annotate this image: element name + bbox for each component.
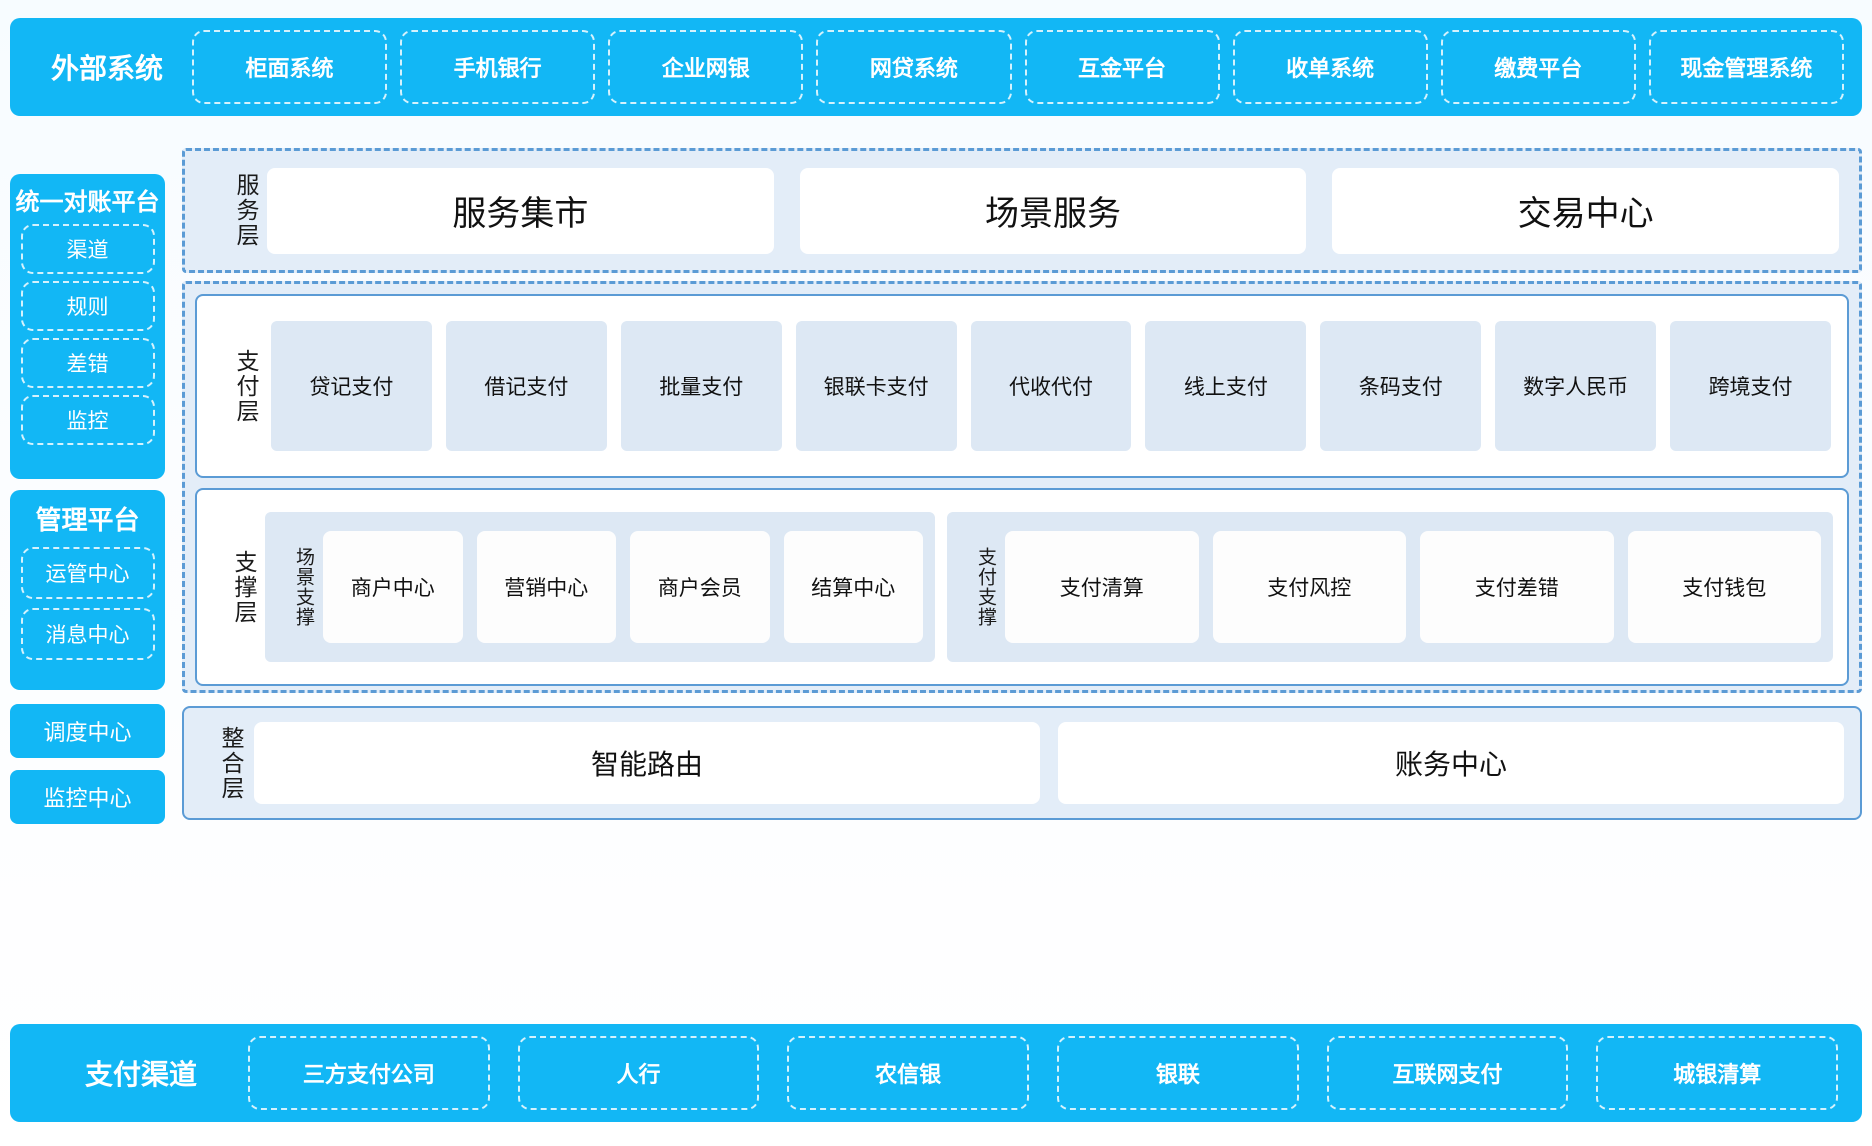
scene-support-card[interactable]: 商户中心 <box>323 531 463 643</box>
reconciliation-item[interactable]: 监控 <box>20 395 155 445</box>
payment-channels-title: 支付渠道 <box>84 1059 197 1090</box>
monitor-center-block[interactable]: 监控中心 <box>10 770 165 824</box>
service-card[interactable]: 交易中心 <box>1332 167 1840 254</box>
management-item[interactable]: 运管中心 <box>20 547 155 599</box>
payment-channel-item[interactable]: 城银清算 <box>1596 1036 1839 1110</box>
reconciliation-item[interactable]: 渠道 <box>20 224 155 274</box>
external-system-item[interactable]: 互金平台 <box>1024 30 1220 104</box>
reconciliation-item[interactable]: 规则 <box>20 281 155 331</box>
payment-tile[interactable]: 代收代付 <box>970 321 1132 451</box>
reconciliation-platform-panel: 统一对账平台 渠道 规则 差错 监控 <box>10 174 165 479</box>
external-system-item[interactable]: 柜面系统 <box>192 30 388 104</box>
integration-card[interactable]: 智能路由 <box>254 722 1040 804</box>
payment-tile[interactable]: 银联卡支付 <box>795 321 957 451</box>
payment-tile[interactable]: 条码支付 <box>1320 321 1482 451</box>
support-layer-groups: 场景支撑 商户中心 营销中心 商户会员 结算中心 支付支撑 支付清算 支付风控 … <box>265 512 1833 662</box>
payment-layer-label: 支付层 <box>233 348 259 424</box>
payment-channel-item[interactable]: 三方支付公司 <box>248 1036 490 1110</box>
payment-channels-bar: 支付渠道 三方支付公司 人行 农信银 银联 互联网支付 城银清算 <box>10 1024 1862 1122</box>
dispatch-center-block[interactable]: 调度中心 <box>10 704 165 758</box>
reconciliation-platform-title: 统一对账平台 <box>15 189 160 216</box>
management-items-list: 运管中心 消息中心 <box>20 547 155 660</box>
payment-tile[interactable]: 线上支付 <box>1145 321 1307 451</box>
service-layer-label: 服务层 <box>233 173 259 248</box>
support-layer-panel: 支撑层 场景支撑 商户中心 营销中心 商户会员 结算中心 支付支撑 支付清算 <box>195 488 1849 686</box>
payment-tile[interactable]: 贷记支付 <box>271 321 432 451</box>
core-platform-container: 支付层 贷记支付 借记支付 批量支付 银联卡支付 代收代付 线上支付 条码支付 … <box>182 281 1862 693</box>
scene-support-label: 场景支撑 <box>293 547 314 627</box>
scene-support-card[interactable]: 商户会员 <box>630 531 770 643</box>
service-layer-container: 服务层 服务集市 场景服务 交易中心 <box>182 148 1862 273</box>
payment-layer-tiles: 贷记支付 借记支付 批量支付 银联卡支付 代收代付 线上支付 条码支付 数字人民… <box>271 321 1832 451</box>
payment-channel-item[interactable]: 银联 <box>1057 1036 1299 1110</box>
payment-support-group: 支付支撑 支付清算 支付风控 支付差错 支付钱包 <box>947 512 1833 662</box>
external-system-item[interactable]: 现金管理系统 <box>1648 30 1844 104</box>
payment-support-card[interactable]: 支付清算 <box>1005 531 1199 643</box>
integration-layer-cards: 智能路由 账务中心 <box>254 722 1844 804</box>
scene-support-cards: 商户中心 营销中心 商户会员 结算中心 <box>323 531 923 643</box>
reconciliation-item[interactable]: 差错 <box>20 338 155 388</box>
external-systems-list: 柜面系统 手机银行 企业网银 网贷系统 互金平台 收单系统 缴费平台 现金管理系… <box>192 30 1844 104</box>
external-system-item[interactable]: 企业网银 <box>608 30 804 104</box>
payment-support-label: 支付支撑 <box>975 547 996 627</box>
scene-support-card[interactable]: 结算中心 <box>783 531 923 643</box>
external-system-item[interactable]: 收单系统 <box>1232 30 1428 104</box>
payment-layer-panel: 支付层 贷记支付 借记支付 批量支付 银联卡支付 代收代付 线上支付 条码支付 … <box>195 294 1849 478</box>
service-layer-cards: 服务集市 场景服务 交易中心 <box>267 167 1840 254</box>
payment-channel-item[interactable]: 农信银 <box>787 1036 1030 1110</box>
scene-support-group: 场景支撑 商户中心 营销中心 商户会员 结算中心 <box>265 512 935 662</box>
integration-layer-panel: 整合层 智能路由 账务中心 <box>182 706 1862 820</box>
payment-support-card[interactable]: 支付钱包 <box>1627 531 1821 643</box>
payment-channel-item[interactable]: 互联网支付 <box>1326 1036 1569 1110</box>
payment-tile[interactable]: 借记支付 <box>445 321 607 451</box>
support-layer-label: 支撑层 <box>231 549 257 625</box>
external-system-item[interactable]: 网贷系统 <box>816 30 1012 104</box>
service-card[interactable]: 场景服务 <box>799 167 1307 254</box>
payment-tile[interactable]: 批量支付 <box>620 321 782 451</box>
integration-layer-label: 整合层 <box>218 725 244 801</box>
payment-support-card[interactable]: 支付风控 <box>1212 531 1406 643</box>
external-system-item[interactable]: 缴费平台 <box>1440 30 1636 104</box>
external-systems-title: 外部系统 <box>50 53 163 84</box>
management-platform-panel: 管理平台 运管中心 消息中心 <box>10 490 165 690</box>
scene-support-card[interactable]: 营销中心 <box>476 531 616 643</box>
reconciliation-items-list: 渠道 规则 差错 监控 <box>20 224 155 445</box>
integration-card[interactable]: 账务中心 <box>1058 722 1844 804</box>
payment-tile[interactable]: 跨境支付 <box>1670 321 1832 451</box>
payment-channel-item[interactable]: 人行 <box>517 1036 760 1110</box>
payment-channels-list: 三方支付公司 人行 农信银 银联 互联网支付 城银清算 <box>248 1036 1839 1110</box>
payment-support-card[interactable]: 支付差错 <box>1420 531 1614 643</box>
external-system-item[interactable]: 手机银行 <box>400 30 596 104</box>
management-item[interactable]: 消息中心 <box>20 608 155 660</box>
payment-tile[interactable]: 数字人民币 <box>1495 321 1657 451</box>
payment-support-cards: 支付清算 支付风控 支付差错 支付钱包 <box>1005 531 1821 643</box>
external-systems-bar: 外部系统 柜面系统 手机银行 企业网银 网贷系统 互金平台 收单系统 缴费平台 … <box>10 18 1862 116</box>
service-card[interactable]: 服务集市 <box>267 167 774 254</box>
management-platform-title: 管理平台 <box>35 505 140 535</box>
